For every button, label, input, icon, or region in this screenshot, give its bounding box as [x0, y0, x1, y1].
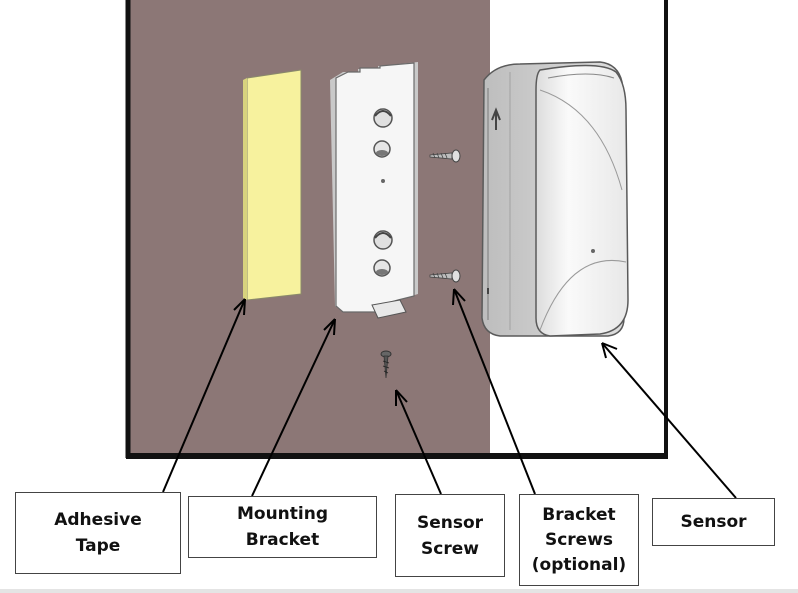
callout-sensor-screw: Sensor Screw — [395, 494, 505, 577]
leader-line-sensor-screw — [395, 389, 442, 495]
leader-line-adhesive-tape — [162, 298, 246, 493]
callout-mounting-bracket-label: Mounting Bracket — [236, 504, 329, 550]
leader-line-bracket-screws — [452, 288, 536, 495]
wall-panel — [128, 0, 490, 456]
adhesive-tape — [246, 69, 302, 301]
callout-mounting-bracket: Mounting Bracket — [188, 496, 377, 558]
callout-adhesive-tape: Adhesive Tape — [15, 492, 181, 574]
leader-line-mounting-bracket — [251, 318, 336, 497]
bracket-screw-bottom — [429, 269, 461, 283]
leader-line-sensor — [601, 342, 737, 499]
sensor-screw — [380, 350, 392, 379]
callout-sensor-label: Sensor — [680, 512, 747, 532]
callout-bracket-screws-label: Bracket Screws (optional) — [531, 504, 627, 575]
mounting-bracket — [330, 62, 418, 319]
up-arrow-icon — [491, 107, 501, 130]
bottom-strip — [0, 589, 798, 593]
callout-sensor: Sensor — [652, 498, 775, 546]
bracket-screw-top — [429, 149, 461, 163]
callout-sensor-screw-label: Sensor Screw — [416, 512, 484, 559]
sensor-device — [481, 61, 629, 337]
adhesive-tape-edge — [243, 78, 247, 300]
callout-bracket-screws: Bracket Screws (optional) — [519, 494, 639, 586]
callout-adhesive-tape-label: Adhesive Tape — [54, 510, 142, 556]
